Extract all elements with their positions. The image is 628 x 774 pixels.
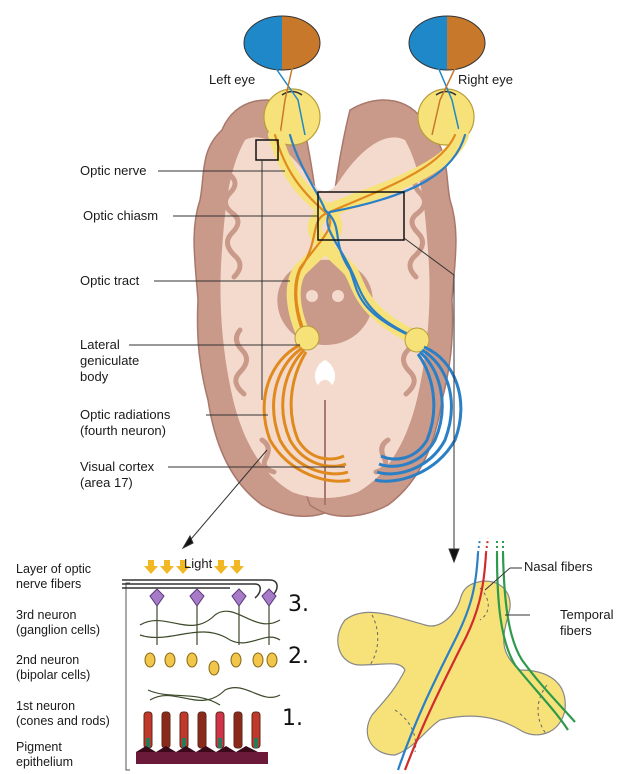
first-neuron-label: 1st neuron (cones and rods) <box>16 699 110 729</box>
optic-nerve-label: Optic nerve <box>80 163 146 179</box>
neuron-number-2: 2. <box>288 644 309 669</box>
brain-section <box>194 100 456 516</box>
optic-tract-label: Optic tract <box>80 273 139 289</box>
photoreceptors <box>144 712 260 748</box>
ventricle-left <box>306 290 318 302</box>
optic-chiasm-label: Optic chiasm <box>83 208 158 224</box>
retina-bracket <box>126 583 130 770</box>
ventricle-right <box>332 290 344 302</box>
third-neuron-label: 3rd neuron (ganglion cells) <box>16 608 100 638</box>
temporal-fibers-label: Temporal fibers <box>560 607 613 639</box>
layer-optic-nerve-fibers-label: Layer of optic nerve fibers <box>16 562 91 592</box>
pigment-epithelium-label: Pigment epithelium <box>16 740 73 770</box>
visual-cortex-label: Visual cortex (area 17) <box>80 459 154 491</box>
left-eye-label: Left eye <box>209 72 255 88</box>
neuron-number-1: 1. <box>282 706 303 731</box>
lateral-geniculate-body-label: Lateral geniculate body <box>80 337 139 385</box>
retina-inset <box>122 560 280 770</box>
neuron-number-3: 3. <box>288 592 309 617</box>
nasal-fibers-label: Nasal fibers <box>524 559 593 575</box>
second-neuron-label: 2nd neuron (bipolar cells) <box>16 653 90 683</box>
visual-field-left <box>244 16 320 70</box>
right-eye-label: Right eye <box>458 72 513 88</box>
optic-radiations-label: Optic radiations (fourth neuron) <box>80 407 170 439</box>
light-label: Light <box>184 556 212 572</box>
visual-field-right <box>409 16 485 70</box>
pigment-epithelium-layer <box>136 752 268 764</box>
